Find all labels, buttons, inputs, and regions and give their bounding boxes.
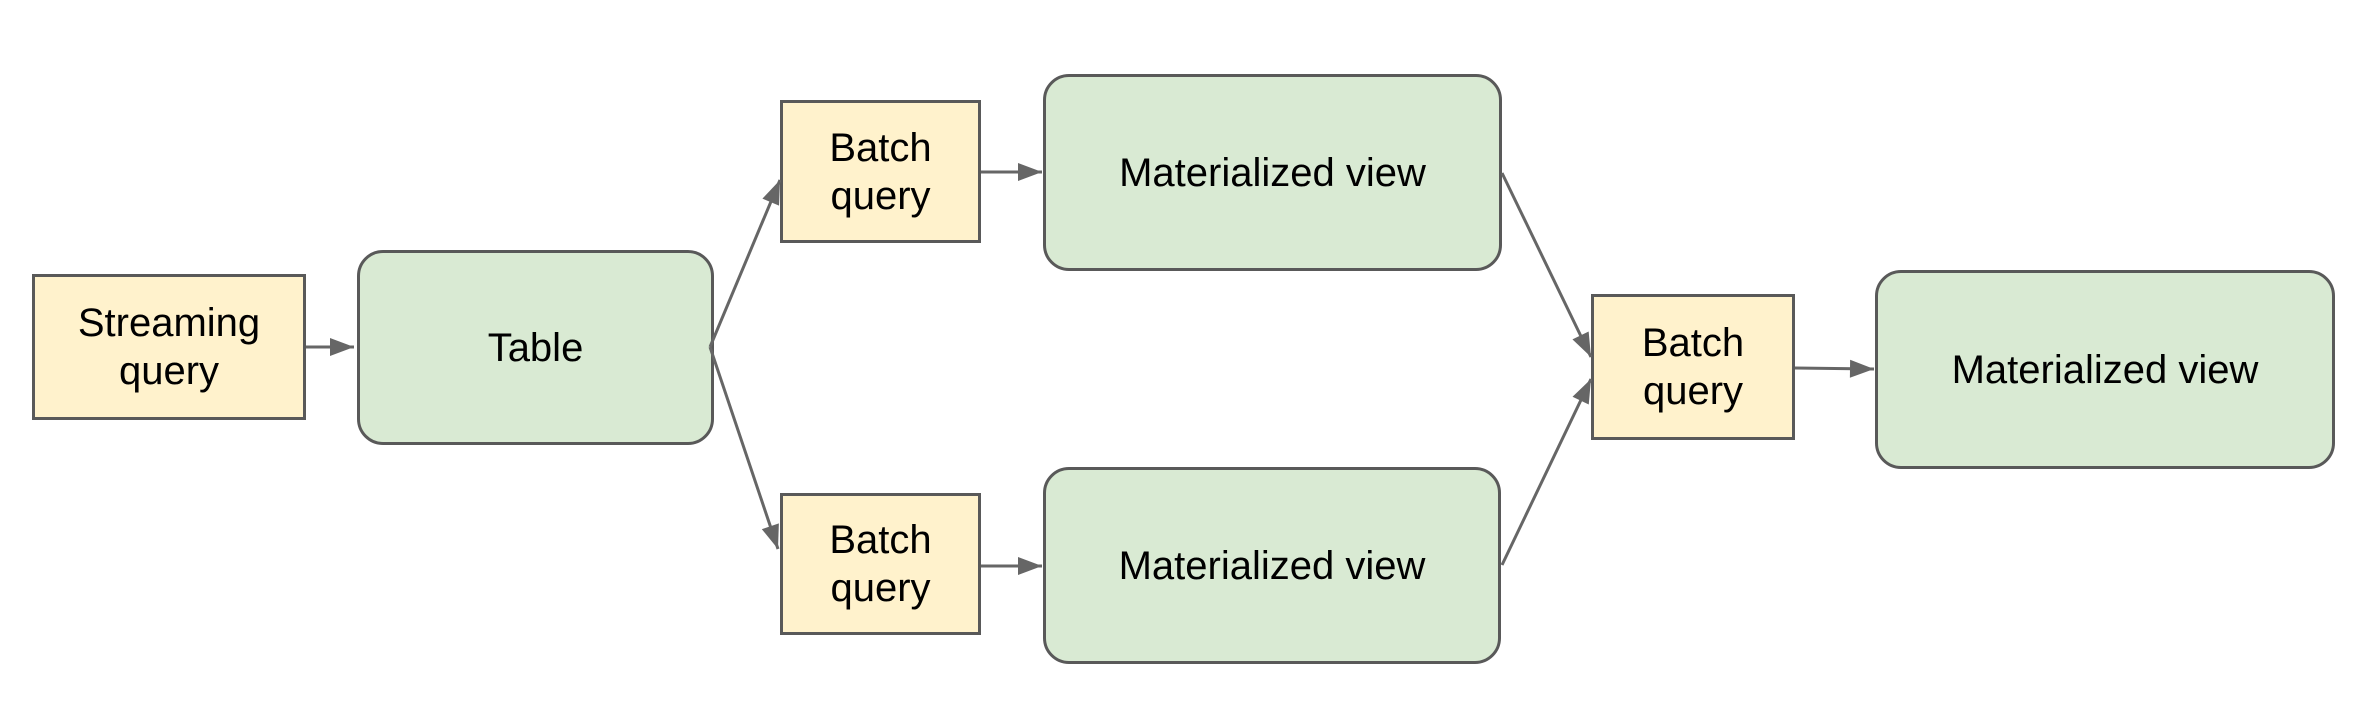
node-batch-query-bottom: Batch query — [780, 493, 981, 635]
node-batch-query-final: Batch query — [1591, 294, 1795, 440]
arrow-table-to-batch-query-bottom — [708, 346, 780, 550]
arrow-materialized-view-top-to-batch-query-final — [1500, 172, 1593, 358]
node-batch-query-final-label: Batch query — [1641, 321, 1745, 413]
arrow-table-to-batch-query-top — [708, 179, 782, 348]
node-streaming-query-label: Streaming query — [77, 301, 261, 393]
node-materialized-view-final-label: Materialized view — [1951, 347, 2259, 392]
node-materialized-view-top-label: Materialized view — [1119, 150, 1426, 195]
arrow-materialized-view-bottom-to-batch-query-final — [1500, 378, 1593, 566]
node-batch-query-top-label: Batch query — [829, 125, 932, 218]
node-batch-query-top: Batch query — [780, 100, 981, 243]
node-materialized-view-bottom-label: Materialized view — [1118, 543, 1426, 588]
node-materialized-view-top: Materialized view — [1043, 74, 1502, 271]
node-materialized-view-bottom: Materialized view — [1043, 467, 1501, 664]
arrow-batch-query-final-to-materialized-view-final — [1794, 359, 1875, 378]
node-batch-query-bottom-label: Batch query — [829, 518, 932, 610]
node-materialized-view-final: Materialized view — [1875, 270, 2335, 469]
node-table: Table — [357, 250, 714, 445]
node-streaming-query: Streaming query — [32, 274, 306, 420]
node-table-label: Table — [487, 325, 584, 370]
